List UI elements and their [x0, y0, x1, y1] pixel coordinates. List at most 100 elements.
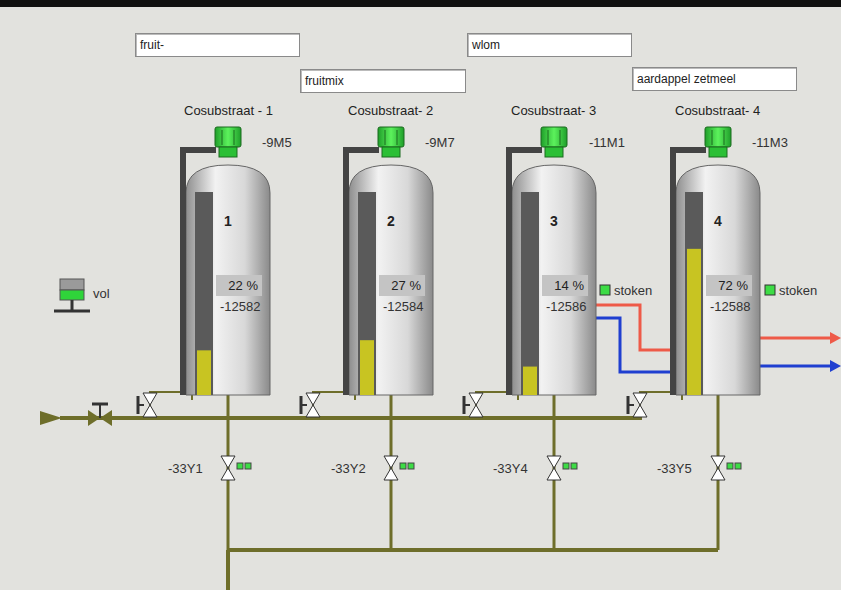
valve-tag: -33Y2: [331, 461, 366, 476]
tank-number: 4: [714, 213, 722, 229]
motor-symbol: [712, 130, 713, 145]
status-square: [571, 463, 577, 469]
valve-symbol: [633, 393, 647, 405]
level-fill: [687, 249, 701, 395]
tank: Cosubstraat- 4472 %-12588: [676, 165, 760, 395]
tank-title: Cosubstraat- 4: [675, 103, 760, 118]
level-percent: 14 %: [542, 275, 588, 296]
tank-shape: [676, 165, 760, 395]
motor-tag: -9M7: [425, 135, 455, 150]
level-percent: 27 %: [379, 275, 425, 296]
motor-symbol: [385, 130, 386, 145]
tank-id: -12584: [383, 299, 423, 314]
motor-tag: -11M1: [589, 135, 625, 150]
status-square: [400, 463, 406, 469]
field-text: fruitmix: [305, 74, 344, 88]
motor-symbol: [705, 127, 731, 147]
input-field: wlom: [467, 33, 632, 57]
valve-symbol: [547, 468, 561, 480]
pipe: [640, 392, 682, 418]
valve-handle: [300, 396, 303, 414]
valve-symbol: [100, 410, 112, 426]
indicator-label: vol: [93, 286, 110, 301]
level-fill: [197, 350, 211, 395]
motor-symbol: [219, 147, 237, 157]
valve-symbol: [469, 393, 483, 405]
valve-symbol: [384, 456, 398, 468]
motor-symbol: [378, 127, 404, 147]
tank-id: -12582: [220, 299, 260, 314]
valve-symbol: [221, 456, 235, 468]
motor-frame: [346, 150, 379, 395]
motor-symbol: [724, 130, 725, 145]
valve-tag: -33Y1: [168, 461, 203, 476]
tank-title: Cosubstraat - 1: [184, 103, 273, 118]
status-square: [735, 463, 741, 469]
level-percent: 72 %: [706, 275, 752, 296]
motor-frame: [183, 150, 216, 395]
pipe: [226, 550, 230, 590]
tank-id: -12586: [546, 299, 586, 314]
valve-symbol: [143, 393, 157, 405]
pipe: [476, 392, 518, 418]
status-square: [727, 463, 733, 469]
status-square: [245, 463, 251, 469]
motor-symbol: [541, 127, 567, 147]
valve-symbol: [88, 410, 100, 426]
valve-symbol: [711, 468, 725, 480]
motor-symbol: [709, 147, 727, 157]
valve-handle: [99, 404, 101, 418]
tank-title: Cosubstraat- 3: [511, 103, 596, 118]
checkbox-label: stoken: [614, 283, 652, 298]
field-text: fruit-: [140, 38, 164, 52]
status-square: [563, 463, 569, 469]
valve-symbol: [633, 405, 647, 417]
valve-symbol: [384, 468, 398, 480]
motor-symbol: [548, 130, 549, 145]
checkbox-label: stoken: [779, 283, 817, 298]
motor-symbol: [222, 130, 223, 145]
valve-tag: -33Y5: [657, 461, 692, 476]
level-fill: [360, 340, 374, 395]
input-field: fruitmix: [300, 69, 466, 93]
tank-number: 3: [550, 213, 558, 229]
valve-tag: -33Y4: [493, 461, 528, 476]
valve-symbol: [306, 393, 320, 405]
tank: Cosubstraat - 1122 %-12582: [186, 165, 270, 395]
motor-symbol: [545, 147, 563, 157]
level-gauge: [685, 192, 703, 395]
pipe-arrow: [40, 411, 62, 425]
level-gauge: [358, 192, 376, 395]
field-text: wlom: [472, 38, 500, 52]
status-square: [237, 463, 243, 469]
motor-symbol: [560, 130, 561, 145]
motor-frame: [673, 150, 706, 395]
field-text: aardappel zetmeel: [637, 72, 736, 86]
level-gauge: [195, 192, 213, 395]
tank-shape: [349, 165, 433, 395]
motor-symbol: [234, 130, 235, 145]
input-field: fruit-: [135, 33, 300, 57]
tank: Cosubstraat- 3314 %-12586: [512, 165, 596, 395]
pipe: [150, 392, 192, 418]
tank-number: 2: [387, 213, 395, 229]
valve-symbol: [143, 405, 157, 417]
valve-handle: [92, 403, 108, 406]
level-gauge: [521, 192, 539, 395]
pipe: [313, 392, 355, 418]
motor-symbol: [397, 130, 398, 145]
motor-tag: -11M3: [752, 135, 788, 150]
tank-number: 1: [224, 213, 232, 229]
tank-id: -12588: [710, 299, 750, 314]
motor-frame: [509, 150, 542, 395]
valve-symbol: [221, 468, 235, 480]
input-field: aardappel zetmeel: [632, 67, 797, 91]
level-fill: [523, 367, 537, 395]
motor-symbol: [215, 127, 241, 147]
tank: Cosubstraat- 2227 %-12584: [349, 165, 433, 395]
motor-symbol: [382, 147, 400, 157]
tank-shape: [186, 165, 270, 395]
valve-symbol: [306, 405, 320, 417]
tank-title: Cosubstraat- 2: [348, 103, 433, 118]
valve-symbol: [547, 456, 561, 468]
